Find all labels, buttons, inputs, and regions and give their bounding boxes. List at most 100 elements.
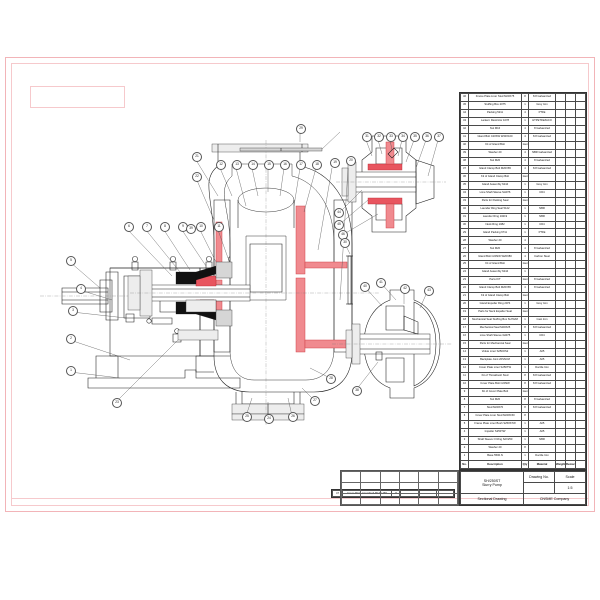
callout-balloon[interactable]: 1 [66,366,76,376]
callout-balloon[interactable]: 35 [410,132,420,142]
bom-cell-extra-1 [555,276,566,286]
callout-balloon[interactable]: 30 [340,238,350,248]
leader-lines [69,130,439,418]
bom-cell-description: Kit of Gland Bolt [468,260,522,270]
callout-balloon[interactable]: 42 [400,284,410,294]
callout-balloon[interactable]: 16 [280,160,290,170]
callout-balloon[interactable]: 32 [374,132,384,142]
callout-balloon[interactable]: 19 [330,158,340,168]
bom-cell-extra-2 [565,276,576,286]
callout-balloon[interactable]: 41 [376,278,386,288]
bom-cell-no: 32 [460,204,469,214]
bom-cell-qty: 1 [521,228,529,238]
bom-cell-extra-3 [575,204,586,214]
bom-cell-no: 10 [460,379,469,389]
bom-cell-extra-2 [565,196,576,206]
callout-balloon[interactable]: 40 [360,282,370,292]
bom-cell-no: 17 [460,324,469,334]
bom-cell-extra-3 [575,403,586,413]
callout-balloon[interactable]: 44 [334,208,344,218]
callout-balloon[interactable]: 13 [232,160,242,170]
callout-balloon[interactable]: 29 [296,124,306,134]
bom-cell-description: Nut M20 [468,156,522,166]
bom-cell-extra-2 [565,292,576,302]
callout-balloon[interactable]: 31 [362,132,372,142]
bom-cell-material: 8.8 Galvanized [528,324,556,334]
bom-cell-material: CD4 [528,220,556,230]
bom-cell-material: HTPETFE#ACO [528,116,556,126]
callout-balloon[interactable]: 3 [68,306,78,316]
bom-cell-material [528,236,556,246]
bom-cell-extra-3 [575,435,586,445]
bom-cell-extra-3 [575,172,586,182]
bom-cell-material: 8.8 Galvanized [528,164,556,174]
callout-balloon[interactable]: 5 [66,256,76,266]
callout-balloon[interactable]: 33 [386,132,396,142]
bom-cell-extra-3 [575,220,586,230]
drawing-frame-bottom-rule [11,498,589,499]
callout-balloon[interactable]: 14 [248,160,258,170]
bom-cell-extra-1 [555,355,566,365]
callout-balloon[interactable]: 11 [214,222,224,232]
bom-cell-extra-2 [565,220,576,230]
callout-balloon[interactable]: 7 [142,222,152,232]
bom-cell-description: Frame Plate Liner Bush S250STW [468,419,522,429]
callout-balloon[interactable]: 24 [264,414,274,424]
bom-cell-material: 8 Galvanized [528,156,556,166]
bom-cell-extra-1 [555,379,566,389]
drawing-no-value [523,482,555,494]
bom-cell-extra-1 [555,268,566,278]
callout-balloon[interactable]: 36 [422,132,432,142]
bom-cell-description: Cover Plate Liner Stud M20X150 [468,411,522,421]
bom-cell-material: Grey Iron [528,100,556,110]
callout-balloon[interactable]: 37 [434,132,444,142]
callout-balloon[interactable]: 27 [310,396,320,406]
callout-balloon[interactable]: 38 [352,386,362,396]
callout-balloon[interactable]: 39 [186,224,196,234]
callout-balloon[interactable]: 20 [346,156,356,166]
isolated-pin-part [343,241,353,305]
bom-cell-description: Washer 20 [468,148,522,158]
callout-balloon[interactable]: 23 [112,398,122,408]
callout-balloon[interactable]: 2 [66,334,76,344]
bom-header-weight: Weight [555,459,566,470]
bom-cell-no: 35 [460,180,469,190]
callout-balloon[interactable]: 17 [296,160,306,170]
callout-balloon[interactable]: 8 [160,222,170,232]
callout-balloon[interactable]: 15 [264,160,274,170]
bom-cell-material: A05 [528,355,556,365]
callout-balloon[interactable]: 4 [76,284,86,294]
bom-cell-extra-3 [575,419,586,429]
title-block[interactable]: SH/250ST Slurry Pump Drawing No. Scale 1… [459,470,587,506]
bom-cell-qty: 4 [521,244,529,254]
callout-balloon[interactable]: 45 [334,220,344,230]
callout-balloon[interactable]: 12 [216,160,226,170]
bom-cell-qty: 4 [521,132,529,142]
callout-balloon[interactable]: 10 [196,222,206,232]
callout-balloon[interactable]: 22 [192,172,202,182]
callout-balloon[interactable]: 18 [312,160,322,170]
callout-balloon[interactable]: 26 [288,412,298,422]
bom-cell-material: NBR [528,204,556,214]
callout-balloon[interactable]: 21 [192,152,202,162]
bom-cell-no: 24 [460,268,469,278]
callout-balloon[interactable]: 34 [398,132,408,142]
drawing-type: Sectional Drawing [460,493,524,505]
bom-cell-qty: 1 [521,212,529,222]
bom-cell-description: Shaft Sleeve O Ring S2X250 [468,435,522,445]
callout-balloon[interactable]: 25 [242,412,252,422]
bom-cell-qty: 1 [521,268,529,278]
callout-balloon[interactable]: 6 [124,222,134,232]
callout-balloon[interactable]: 43 [424,286,434,296]
callout-balloon[interactable]: 28 [326,374,336,384]
